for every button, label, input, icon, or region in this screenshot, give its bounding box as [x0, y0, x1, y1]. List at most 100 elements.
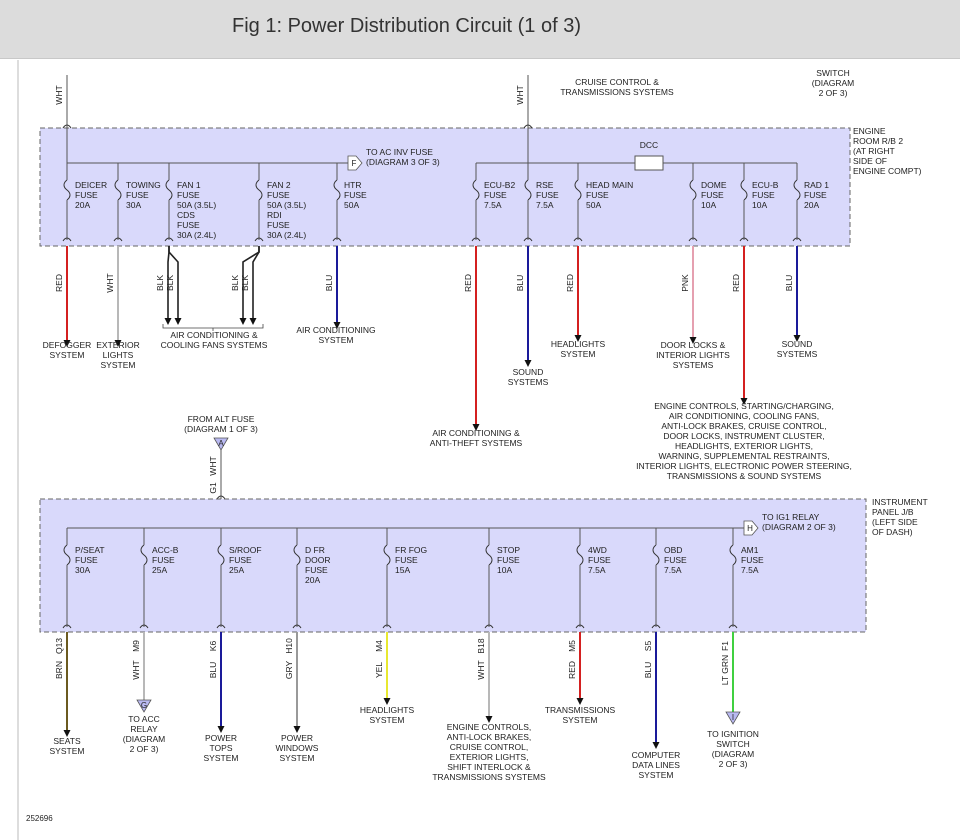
alt-fuse-label: FROM ALT FUSE — [188, 414, 255, 424]
fuse-label-rad1: 20A — [804, 200, 819, 210]
arrow-down-icon — [524, 360, 532, 367]
arrow-down-icon — [793, 335, 801, 342]
destination-engine-controls: ENGINE CONTROLS, STARTING/CHARGING, — [654, 401, 834, 411]
instrument-panel-label: (LEFT SIDE — [872, 517, 918, 527]
fuse-label-headmain: 50A — [586, 200, 601, 210]
destination-seats: SYSTEM — [50, 746, 85, 756]
destination-computer-data-lines: DATA LINES — [632, 760, 680, 770]
fuse-label-frfog: FR FOG — [395, 545, 427, 555]
fuse-icon — [165, 179, 173, 201]
ac-inv-label: (DIAGRAM 3 OF 3) — [366, 157, 440, 167]
destination-power-windows: SYSTEM — [280, 753, 315, 763]
wire-color-label: BRN — [54, 661, 64, 679]
fuse-label-ecub: FUSE — [752, 190, 775, 200]
arrow-down-icon — [174, 318, 182, 325]
fuse-icon — [255, 179, 263, 201]
destination-acc-relay: (DIAGRAM — [123, 734, 166, 744]
fuse-label-towing: FUSE — [126, 190, 149, 200]
arrow-down-icon — [574, 335, 582, 342]
wire-fan1b — [168, 246, 179, 318]
fuse-label-fan1: FUSE — [177, 220, 200, 230]
destination-seats: SEATS — [53, 736, 81, 746]
wire-color-label: WHT — [105, 273, 115, 292]
fuse-label-obd: FUSE — [664, 555, 687, 565]
connector-pin-label: Q13 — [54, 638, 64, 654]
connector-arc-icon — [332, 237, 342, 242]
instrument-panel-label: INSTRUMENT — [872, 497, 928, 507]
destination-engine-controls-2: ENGINE CONTROLS, — [447, 722, 532, 732]
wire-color-label: RED — [463, 274, 473, 292]
fuse-label-towing: 30A — [126, 200, 141, 210]
destination-door-locks: SYSTEMS — [673, 360, 714, 370]
fuse-label-dome: DOME — [701, 180, 727, 190]
arrow-down-icon — [217, 726, 225, 733]
wire-color-label: BLK — [155, 275, 165, 291]
destination-power-tops: SYSTEM — [204, 753, 239, 763]
fuse-label-accb: 25A — [152, 565, 167, 575]
wire-color-label: GRY — [284, 661, 294, 680]
wire-color-label: BLU — [515, 275, 525, 292]
fuse-label-towing: TOWING — [126, 180, 161, 190]
connector-arc-icon — [216, 624, 226, 629]
fuse-icon — [574, 179, 582, 201]
fuse-icon — [524, 179, 532, 201]
fuse-label-ecub: 10A — [752, 200, 767, 210]
wire-color-label: WHT — [54, 85, 64, 104]
connector-arc-icon — [484, 624, 494, 629]
connector-arc-icon — [573, 237, 583, 242]
connector-arc-icon — [651, 624, 661, 629]
fuse-label-ecub2: ECU-B2 — [484, 180, 515, 190]
connector-pin-label: S5 — [643, 641, 653, 652]
fuse-label-frfog: FUSE — [395, 555, 418, 565]
fuse-label-fan1: 50A (3.5L) — [177, 200, 216, 210]
destination-door-locks: INTERIOR LIGHTS — [656, 350, 730, 360]
destination-engine-controls: AIR CONDITIONING, COOLING FANS, — [669, 411, 819, 421]
connector-arc-icon — [62, 124, 72, 129]
engine-room-label: ENGINE — [853, 126, 886, 136]
connector-arc-icon — [62, 237, 72, 242]
fuse-label-accb: ACC-B — [152, 545, 179, 555]
wire-color-label: BLK — [230, 275, 240, 291]
destination-headlights: SYSTEM — [561, 349, 596, 359]
fuse-icon — [740, 179, 748, 201]
fuse-label-fan1: 30A (2.4L) — [177, 230, 216, 240]
connector-arc-icon — [739, 237, 749, 242]
fuse-label-accb: FUSE — [152, 555, 175, 565]
fuse-label-fan1: FAN 1 — [177, 180, 201, 190]
instrument-panel-label: OF DASH) — [872, 527, 913, 537]
destination-engine-controls: WARNING, SUPPLEMENTAL RESTRAINTS, — [658, 451, 829, 461]
fuse-label-am1: 7.5A — [741, 565, 759, 575]
fuse-icon — [472, 179, 480, 201]
ig1-relay-label: TO IG1 RELAY — [762, 512, 820, 522]
fuse-label-stop: FUSE — [497, 555, 520, 565]
destination-exterior-lights: LIGHTS — [103, 350, 134, 360]
fuse-label-rse: RSE — [536, 180, 554, 190]
figure-header: Fig 1: Power Distribution Circuit (1 of … — [0, 0, 960, 59]
connector-letter: G — [141, 701, 147, 710]
ac-inv-connector-icon — [347, 155, 363, 171]
fuse-label-deicer: 20A — [75, 200, 90, 210]
destination-exterior-lights: EXTERIOR — [96, 340, 139, 350]
fuse-label-fan2: FUSE — [267, 220, 290, 230]
destination-ac-system: AIR CONDITIONING — [296, 325, 375, 335]
destination-sound-systems: SOUND — [513, 367, 544, 377]
destination-engine-controls-2: EXTERIOR LIGHTS, — [450, 752, 529, 762]
destination-sound-systems-2: SYSTEMS — [777, 349, 818, 359]
connector-letter: H — [747, 524, 753, 533]
destination-ac-cooling-fans: COOLING FANS SYSTEMS — [161, 340, 268, 350]
destination-power-windows: POWER — [281, 733, 313, 743]
fuse-label-fan2: FAN 2 — [267, 180, 291, 190]
fuse-label-htr: 50A — [344, 200, 359, 210]
destination-ignition-switch: 2 OF 3) — [719, 759, 748, 769]
arrow-down-icon — [164, 318, 172, 325]
wire-color-label: BLU — [324, 275, 334, 292]
fuse-label-obd: OBD — [664, 545, 682, 555]
fuse-label-4wd: FUSE — [588, 555, 611, 565]
fuse-icon — [63, 544, 71, 566]
fuse-label-fan2: RDI — [267, 210, 282, 220]
arrow-down-icon — [333, 322, 341, 329]
fuse-label-dfr: DOOR — [305, 555, 331, 565]
instrument-panel-box — [39, 498, 867, 633]
wire-color-label: BLU — [208, 662, 218, 679]
fuse-icon — [652, 544, 660, 566]
